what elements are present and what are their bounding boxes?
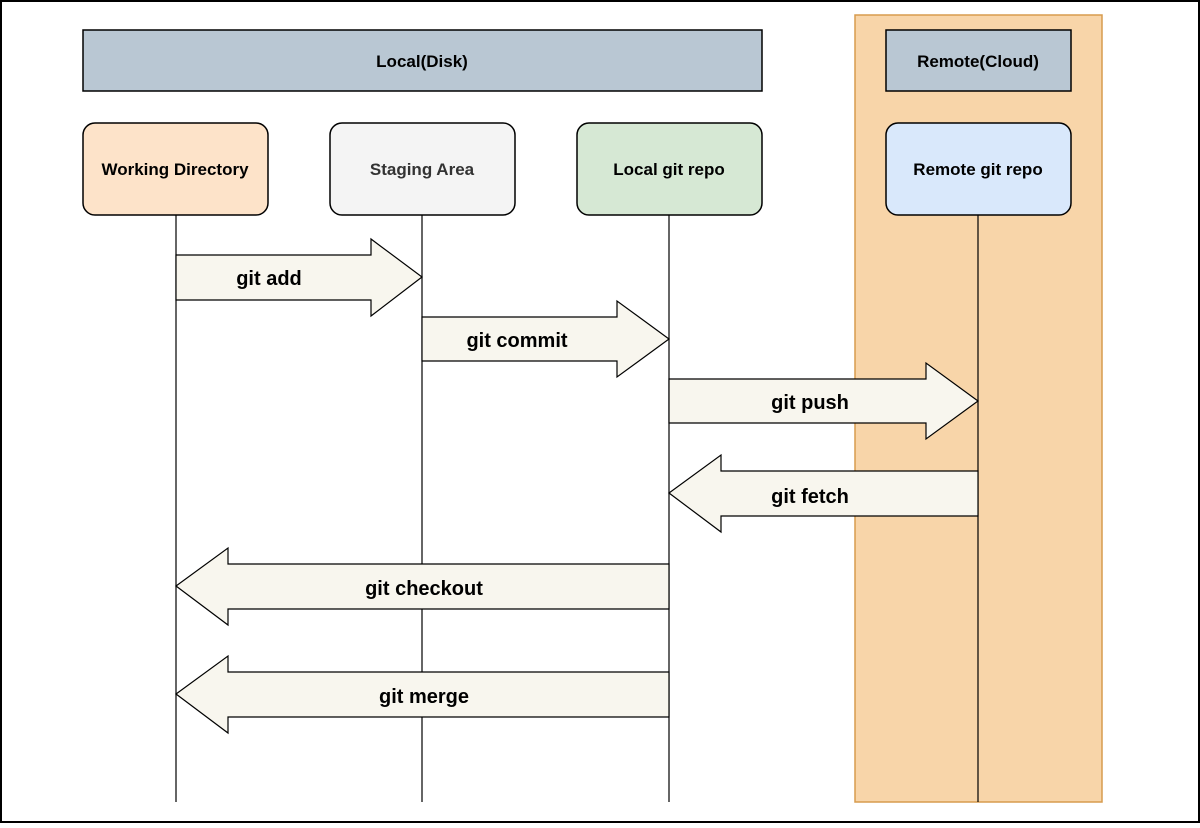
git-fetch-arrow: git fetch bbox=[667, 453, 979, 534]
git-merge-arrow: git merge bbox=[174, 654, 670, 735]
git-checkout-label: git checkout bbox=[365, 578, 483, 600]
lane-working-directory: Working Directory bbox=[82, 122, 269, 216]
lane-local-git-repo: Local git repo bbox=[576, 122, 763, 216]
lane-staging-label: Staging Area bbox=[370, 160, 475, 179]
lane-staging-area: Staging Area bbox=[329, 122, 516, 216]
git-add-arrow: git add bbox=[175, 237, 423, 318]
local-header-label: Local(Disk) bbox=[376, 52, 468, 71]
remote-header: Remote(Cloud) bbox=[885, 29, 1072, 92]
git-merge-label: git merge bbox=[379, 686, 469, 708]
git-commit-label: git commit bbox=[466, 330, 567, 352]
lane-remoterepo-label: Remote git repo bbox=[913, 160, 1042, 179]
lane-localrepo-label: Local git repo bbox=[613, 160, 724, 179]
lane-remote-git-repo: Remote git repo bbox=[885, 122, 1072, 216]
local-header: Local(Disk) bbox=[82, 29, 763, 92]
git-push-arrow: git push bbox=[668, 361, 980, 441]
remote-header-label: Remote(Cloud) bbox=[917, 52, 1039, 71]
git-fetch-label: git fetch bbox=[771, 486, 849, 508]
git-checkout-arrow: git checkout bbox=[174, 546, 670, 627]
git-push-label: git push bbox=[771, 392, 849, 414]
lane-working-label: Working Directory bbox=[101, 160, 249, 179]
git-add-label: git add bbox=[236, 268, 302, 290]
git-commit-arrow: git commit bbox=[421, 299, 671, 379]
